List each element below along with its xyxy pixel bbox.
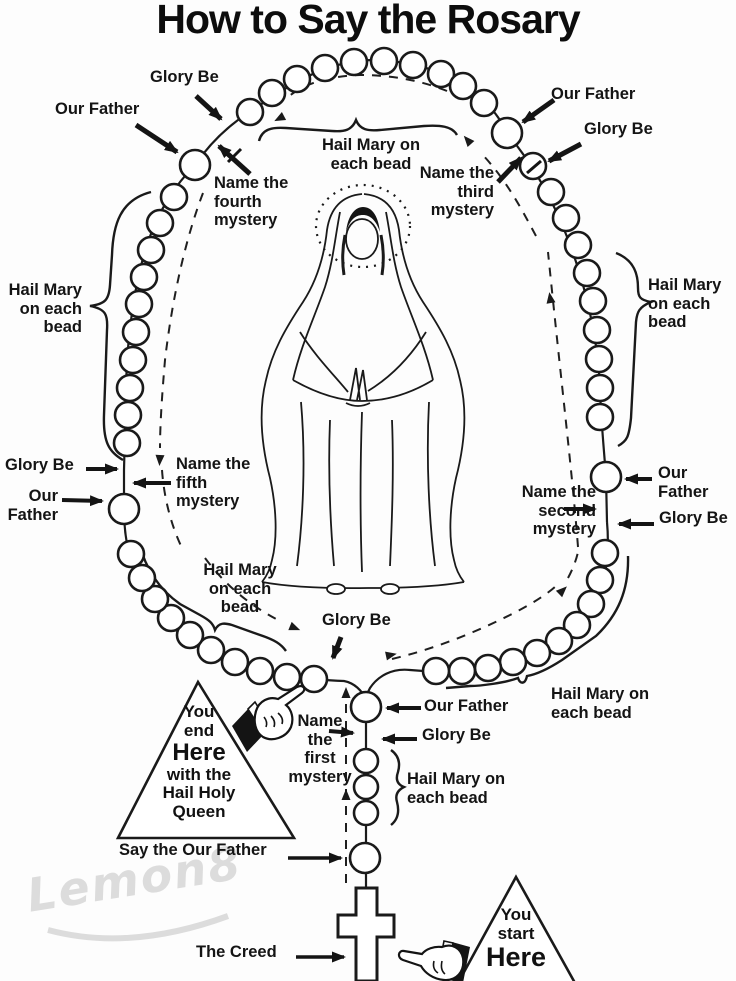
virgin-mary-figure [260,183,466,595]
our-father-bead [348,841,382,875]
label-name-second-mystery: Name the second mystery [521,483,596,539]
praying-hands [349,367,368,401]
direction-arrowheads [155,112,567,800]
our-father-bead [349,690,383,724]
watermark-swoosh [47,913,230,942]
label-name-fourth-mystery: Name the fourth mystery [214,174,289,230]
label-name-first-mystery: Name the first mystery [288,712,352,786]
label-our-father-top-right: Our Father [551,85,636,103]
label-name-fifth-mystery: Name the fifth mystery [176,455,251,511]
start-line: You [500,905,532,924]
start-line-here: Here [485,942,547,973]
label-our-father-pendant: Our Father [424,697,509,715]
end-line: Hail Holy [162,783,236,803]
label-glory-be-top-left: Glory Be [150,68,219,86]
crucifix-icon [336,886,396,981]
label-hail-mary-left: Hail Mary on each bead [8,281,82,337]
label-arrows [61,94,654,963]
brace-pendant [390,749,407,826]
label-name-third-mystery: Name the third mystery [419,164,494,220]
label-glory-be-right: Glory Be [659,509,728,527]
label-our-father-right: Our Father [658,464,709,501]
label-our-father-left: Our Father [7,487,58,524]
robe-hem [261,581,465,590]
label-glory-be-left: Glory Be [5,456,74,474]
label-the-creed: The Creed [196,943,277,961]
start-marker-text: You start Here [464,905,568,973]
start-triangle [457,874,576,981]
our-father-bead [107,492,141,526]
end-line: with the [166,764,232,784]
brace-bottom-right [445,555,630,690]
end-line: You [183,702,215,721]
label-our-father-top-left: Our Father [55,100,140,118]
end-triangle [115,679,297,840]
our-father-bead [589,460,623,494]
brace-right [615,251,656,448]
brace-left [89,190,152,462]
label-say-our-father: Say the Our Father [119,841,267,859]
our-father-bead [178,148,212,182]
end-line: Queen [172,801,226,821]
label-hail-mary-bottom-right: Hail Mary on each bead [551,685,650,722]
our-father-bead [490,116,524,150]
label-glory-be-bottom: Glory Be [322,611,391,629]
label-glory-be-top-right: Glory Be [584,120,653,138]
rosary-beads [107,46,623,875]
start-line: start [497,923,535,943]
end-line: end [183,720,215,740]
label-hail-mary-bottom-left: Hail Mary on each bead [203,561,277,617]
label-hail-mary-pendant: Hail Mary on each bead [407,770,506,807]
halo [314,183,412,269]
hair [346,207,380,232]
label-glory-be-pendant: Glory Be [422,726,491,744]
brace-top [257,116,459,142]
page-title: How to Say the Rosary [156,0,580,42]
end-marker-text: You end Here with the Hail Holy Queen [120,702,278,822]
pointing-hand-icon [397,940,470,981]
pointing-hand-icon [232,685,306,752]
label-hail-mary-top: Hail Mary on each bead [321,136,421,173]
label-hail-mary-right: Hail Mary on each bead [648,276,722,332]
end-line-here: Here [172,739,226,767]
